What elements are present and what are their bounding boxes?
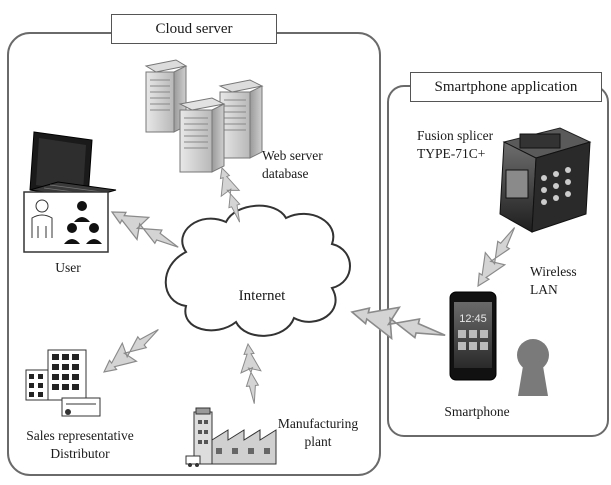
fusion-splicer-icon bbox=[499, 127, 592, 233]
sales-label-line2: Distributor bbox=[50, 446, 110, 461]
web-server-icon bbox=[144, 59, 264, 173]
wireless-label-line2: LAN bbox=[530, 282, 558, 297]
svg-text:12:45: 12:45 bbox=[459, 313, 487, 325]
person-silhouette-icon bbox=[517, 339, 549, 396]
user-icon bbox=[23, 191, 109, 253]
web-server-label-line1: Web server bbox=[262, 148, 323, 163]
internet-cloud-icon bbox=[164, 204, 351, 337]
fusion-splicer-label-line1: Fusion splicer bbox=[417, 128, 494, 143]
smartphone-icon: 12:45 bbox=[449, 291, 497, 381]
factory-icon bbox=[185, 407, 277, 467]
manufacturing-label-line1: Manufacturing bbox=[277, 416, 359, 431]
cloud-server-title: Cloud server bbox=[111, 14, 277, 44]
manufacturing-label-line2: plant bbox=[304, 434, 332, 449]
sales-label-line1: Sales representative bbox=[26, 428, 134, 443]
wireless-label-line1: Wireless bbox=[530, 264, 577, 279]
sales-building-icon bbox=[25, 349, 101, 417]
web-server-label-line2: database bbox=[262, 166, 309, 181]
internet-label: Internet bbox=[238, 288, 286, 304]
smartphone-label: Smartphone bbox=[444, 404, 510, 419]
fusion-splicer-label-line2: TYPE-71C+ bbox=[417, 146, 486, 161]
user-label: User bbox=[55, 260, 81, 275]
laptop-icon bbox=[29, 131, 117, 199]
smartphone-app-title: Smartphone application bbox=[410, 72, 602, 102]
